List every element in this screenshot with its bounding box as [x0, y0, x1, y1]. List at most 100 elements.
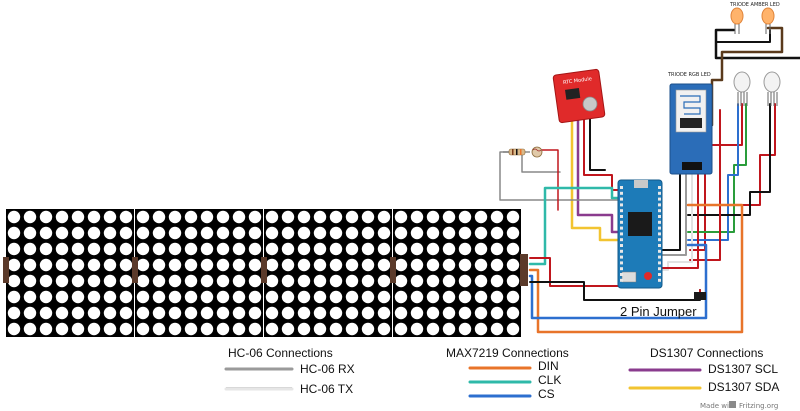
led-dot — [103, 210, 117, 224]
led-dot — [136, 210, 150, 224]
led-dot — [490, 226, 504, 240]
led-dot — [184, 322, 198, 336]
led-dot — [377, 226, 391, 240]
led-dot — [232, 242, 246, 256]
led-dot — [168, 226, 182, 240]
led-dot — [216, 258, 230, 272]
wire-scl-purple — [576, 116, 624, 234]
resistor — [503, 148, 530, 156]
led-dot — [506, 274, 520, 288]
led-dot — [136, 322, 150, 336]
led-dot — [394, 242, 408, 256]
led-dot — [297, 210, 311, 224]
led-dot — [426, 274, 440, 288]
arduino-pin — [658, 226, 661, 230]
led-dot — [458, 274, 472, 288]
led-dot — [377, 306, 391, 320]
led-dot — [361, 274, 375, 288]
led-dot — [55, 242, 69, 256]
arduino-pin — [620, 203, 623, 207]
led-dot — [265, 242, 279, 256]
led-dot — [7, 322, 21, 336]
arduino-pin — [620, 209, 623, 213]
led-dot — [184, 290, 198, 304]
led-dot — [345, 210, 359, 224]
led-dot — [281, 274, 295, 288]
led-dot — [506, 242, 520, 256]
arduino-pin — [620, 197, 623, 201]
arduino-pin — [620, 232, 623, 236]
led-dot — [248, 258, 262, 272]
led-dot — [248, 306, 262, 320]
led-dot — [103, 242, 117, 256]
led-dot — [377, 242, 391, 256]
led-dot — [313, 322, 327, 336]
legend-label-cs: CS — [538, 387, 555, 401]
led-dot — [136, 306, 150, 320]
led-dot — [103, 258, 117, 272]
led-dot — [232, 258, 246, 272]
led-dot — [71, 322, 85, 336]
led-dot — [361, 306, 375, 320]
arduino-pin — [620, 261, 623, 265]
led-dot — [281, 306, 295, 320]
led-dot — [103, 322, 117, 336]
led-dot — [39, 306, 53, 320]
led-dot — [152, 226, 166, 240]
led-dot — [265, 290, 279, 304]
led-dot — [474, 322, 488, 336]
wire-black-amber — [714, 28, 800, 60]
led-dot — [297, 258, 311, 272]
led-dot — [23, 258, 37, 272]
led-dot — [329, 306, 343, 320]
led-dot — [281, 322, 295, 336]
led-dot — [152, 242, 166, 256]
led-dot — [168, 258, 182, 272]
rtc-module: RTC Module — [552, 68, 606, 124]
led-dot — [394, 290, 408, 304]
led-dot — [506, 226, 520, 240]
legend-label-sda: DS1307 SDA — [708, 380, 779, 394]
wire-matrix-gnd — [529, 281, 701, 301]
arduino-pin — [658, 220, 661, 224]
led-dot — [442, 306, 456, 320]
led-dot — [474, 306, 488, 320]
led-dot — [281, 258, 295, 272]
led-dot — [329, 258, 343, 272]
led-dot — [55, 210, 69, 224]
led-dot — [119, 322, 133, 336]
arduino-pin — [658, 244, 661, 247]
led-dot — [7, 290, 21, 304]
arduino-pin — [658, 249, 661, 253]
led-dot — [55, 226, 69, 240]
led-matrix-module — [261, 209, 392, 337]
triode-rgb-led-label: TRIODE RGB LED — [667, 72, 711, 78]
led-dot — [281, 226, 295, 240]
led-dot — [87, 210, 101, 224]
led-dot — [232, 290, 246, 304]
arduino-pin — [620, 191, 623, 195]
led-dot — [87, 290, 101, 304]
legend-ds1307-title: DS1307 Connections — [650, 346, 763, 360]
wire-ldr-gray — [521, 154, 561, 173]
led-dot — [248, 290, 262, 304]
led-dot — [281, 290, 295, 304]
made-with-text: Made with — [700, 402, 736, 410]
legend-label-scl: DS1307 SCL — [708, 362, 778, 376]
legend-label-hc06-tx: HC-06 TX — [300, 382, 353, 396]
led-dot — [87, 258, 101, 272]
led-dot — [474, 210, 488, 224]
arduino-pin — [620, 226, 623, 230]
led-dot — [152, 274, 166, 288]
led-dot — [426, 306, 440, 320]
led-dot — [7, 226, 21, 240]
led-dot — [23, 242, 37, 256]
led-dot — [184, 226, 198, 240]
led-dot — [136, 290, 150, 304]
led-dot — [119, 306, 133, 320]
arduino-pin — [658, 191, 661, 195]
led-dot — [426, 290, 440, 304]
wire-sda-yellow — [570, 116, 624, 242]
led-dot — [71, 290, 85, 304]
led-dot — [490, 242, 504, 256]
